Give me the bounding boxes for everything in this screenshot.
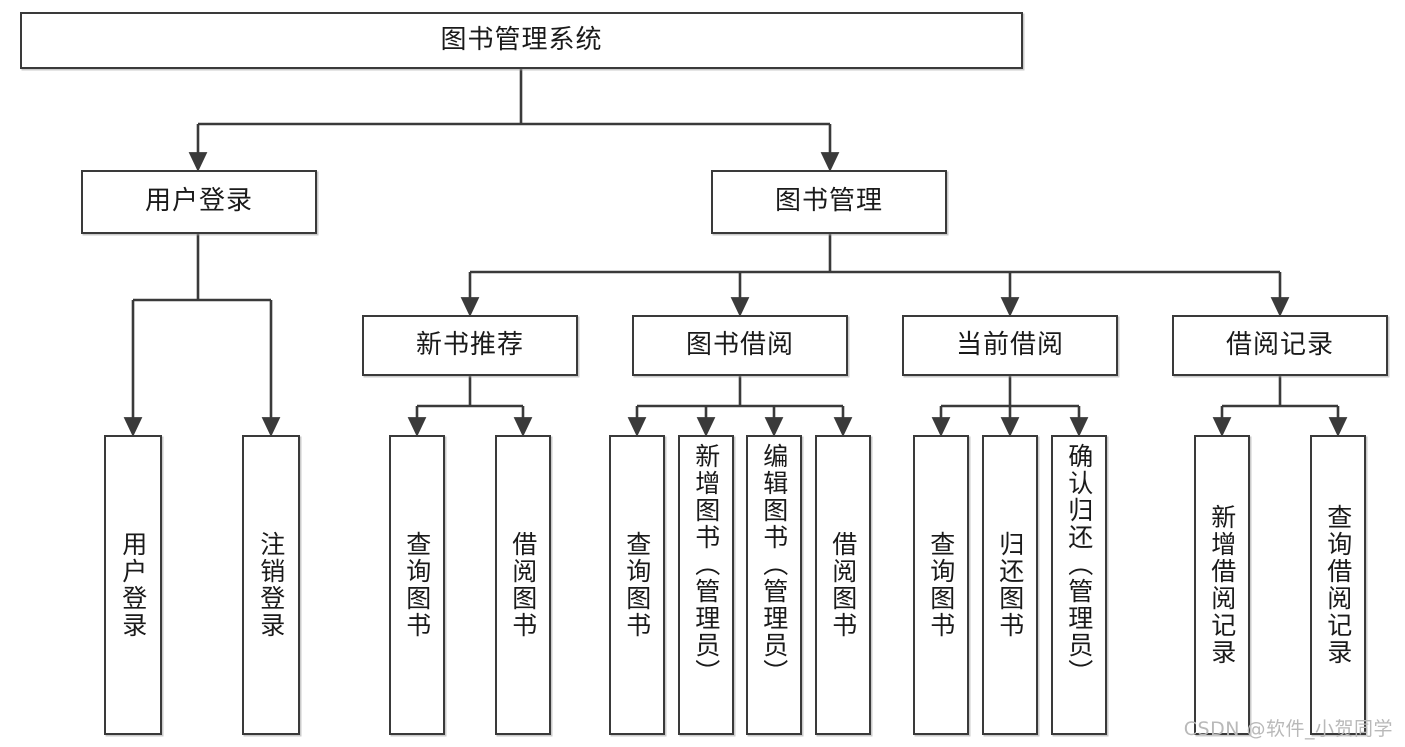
leaf-query-book-recommend[interactable]: 查询图书 [389, 435, 445, 735]
node-label: 当前借阅 [955, 329, 1064, 360]
node-label: 新增借阅记录 [1207, 504, 1237, 666]
node-root-system[interactable]: 图书管理系统 [20, 12, 1023, 69]
node-label: 查询借阅记录 [1323, 504, 1353, 666]
node-borrow-record[interactable]: 借阅记录 [1172, 315, 1388, 376]
node-label: 用户登录 [118, 531, 148, 639]
node-label: 借阅记录 [1225, 329, 1334, 360]
node-label: 图书管理系统 [440, 24, 603, 55]
node-label: 新增图书（管理员） [691, 443, 721, 686]
node-user-login[interactable]: 用户登录 [81, 170, 317, 234]
leaf-borrow-book[interactable]: 借阅图书 [815, 435, 871, 735]
watermark-text: CSDN @软件_小贺同学 [1183, 718, 1393, 740]
leaf-borrow-book-recommend[interactable]: 借阅图书 [495, 435, 551, 735]
node-label: 借阅图书 [508, 531, 538, 639]
node-current-borrow[interactable]: 当前借阅 [902, 315, 1118, 376]
node-label: 注销登录 [256, 531, 286, 639]
node-label: 图书管理 [774, 186, 883, 217]
node-label: 用户登录 [144, 186, 253, 217]
node-label: 编辑图书（管理员） [759, 443, 789, 686]
node-new-book-recommend[interactable]: 新书推荐 [362, 315, 578, 376]
node-label: 确认归还（管理员） [1064, 443, 1094, 686]
leaf-confirm-return-admin[interactable]: 确认归还（管理员） [1051, 435, 1107, 735]
node-label: 归还图书 [995, 531, 1025, 639]
leaf-query-borrow-record[interactable]: 查询借阅记录 [1310, 435, 1366, 735]
node-book-borrow[interactable]: 图书借阅 [632, 315, 848, 376]
node-label: 借阅图书 [828, 531, 858, 639]
leaf-user-login[interactable]: 用户登录 [104, 435, 162, 735]
leaf-return-book[interactable]: 归还图书 [982, 435, 1038, 735]
node-label: 查询图书 [622, 531, 652, 639]
leaf-edit-book-admin[interactable]: 编辑图书（管理员） [746, 435, 802, 735]
leaf-add-borrow-record[interactable]: 新增借阅记录 [1194, 435, 1250, 735]
node-label: 图书借阅 [685, 329, 794, 360]
leaf-query-book-borrow[interactable]: 查询图书 [609, 435, 665, 735]
node-label: 新书推荐 [415, 329, 524, 360]
node-book-management[interactable]: 图书管理 [711, 170, 947, 234]
node-label: 查询图书 [402, 531, 432, 639]
node-label: 查询图书 [926, 531, 956, 639]
leaf-logout[interactable]: 注销登录 [242, 435, 300, 735]
leaf-query-book-current[interactable]: 查询图书 [913, 435, 969, 735]
leaf-add-book-admin[interactable]: 新增图书（管理员） [678, 435, 734, 735]
